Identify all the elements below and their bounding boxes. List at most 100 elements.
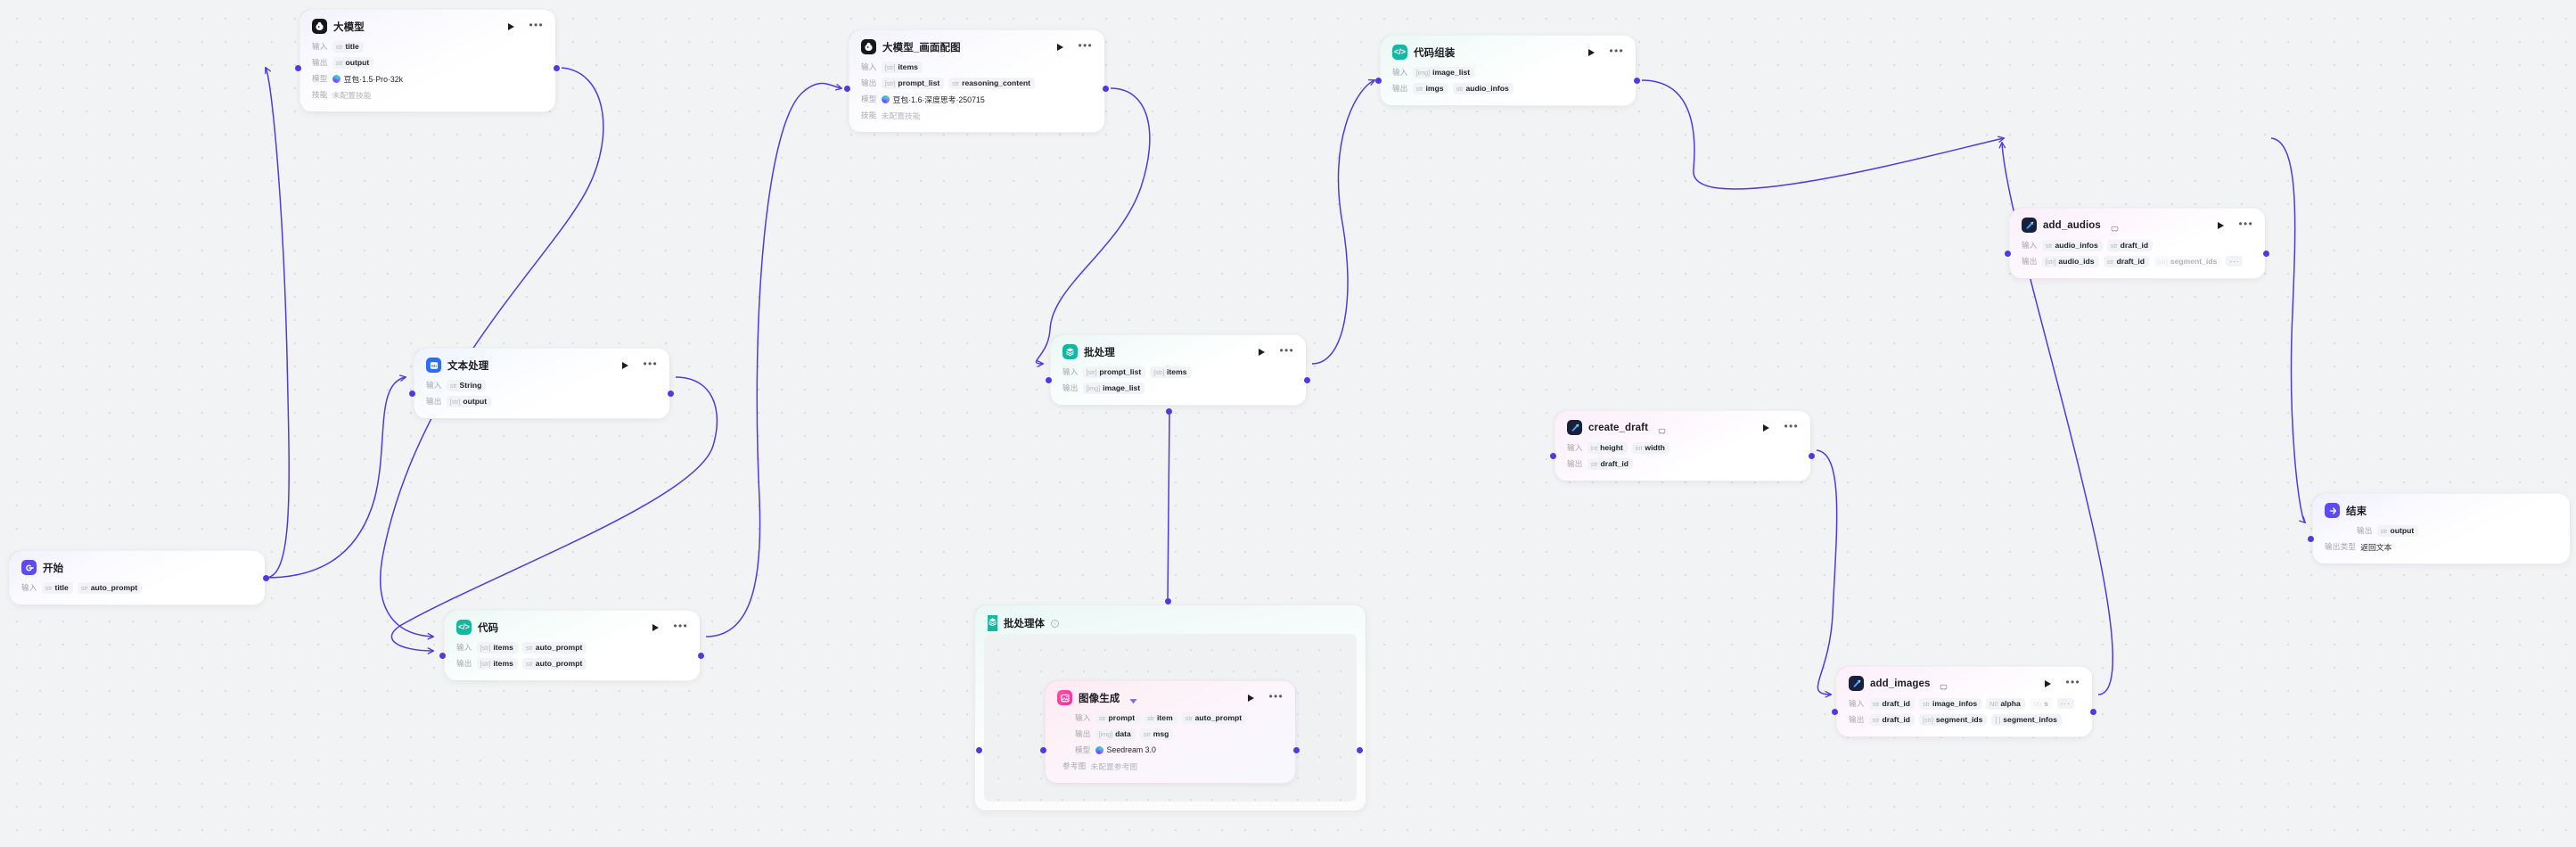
port-chip[interactable]: [str]audio_ids <box>2041 255 2099 267</box>
skill-value[interactable]: 未配置技能 <box>881 111 921 120</box>
info-icon[interactable]: i <box>1051 619 1059 628</box>
port-chip[interactable]: [str]prompt_list <box>1082 366 1146 378</box>
port-chip[interactable]: [ ]segment_infos <box>1991 713 2062 726</box>
run-button[interactable] <box>2218 221 2225 229</box>
run-button[interactable] <box>1588 48 1596 56</box>
model-value[interactable]: 豆包·1.6·深度思考·250715 <box>881 94 985 105</box>
port-out-start[interactable] <box>263 575 269 581</box>
run-button[interactable] <box>1248 694 1255 702</box>
model-value[interactable]: Seedream 3.0 <box>1095 745 1156 754</box>
skill-value[interactable]: 未配置技能 <box>332 90 372 100</box>
port-out-create-draft[interactable] <box>1809 453 1815 459</box>
run-button[interactable] <box>1259 348 1266 356</box>
run-button[interactable] <box>1763 424 1770 432</box>
port-chip[interactable]: [img]image_list <box>1082 382 1145 394</box>
port-in-image-gen[interactable] <box>1040 747 1046 753</box>
port-chip[interactable]: [str]prompt_list <box>881 77 945 89</box>
container-port-left[interactable] <box>976 747 982 753</box>
port-chip[interactable]: [str]items <box>881 61 923 73</box>
overflow-chip[interactable]: ··· <box>2056 698 2074 709</box>
port-out-code[interactable] <box>698 653 704 659</box>
port-in-llm-1[interactable] <box>295 65 301 71</box>
port-chip[interactable]: [str]segment_ids <box>2153 255 2222 267</box>
run-button[interactable] <box>1057 43 1064 51</box>
port-out-text-proc[interactable] <box>668 391 674 397</box>
port-in-code[interactable] <box>439 653 446 659</box>
more-options-button[interactable]: ••• <box>529 18 544 31</box>
node-batch[interactable]: 批处理 ••• 输入 [str]prompt_list [str]items 输… <box>1050 334 1307 406</box>
port-chip[interactable]: [str]items <box>476 641 518 654</box>
port-in-end[interactable] <box>2308 536 2314 542</box>
run-button[interactable] <box>622 361 629 369</box>
port-in-create-draft[interactable] <box>1550 453 1556 459</box>
port-out-llm-1[interactable] <box>554 65 560 71</box>
port-chip[interactable]: [str]output <box>446 395 492 407</box>
run-button[interactable] <box>2045 679 2052 687</box>
port-in-llm-2[interactable] <box>844 86 850 92</box>
port-in-add-audios[interactable] <box>2005 251 2011 257</box>
port-out-batch[interactable] <box>1304 377 1310 383</box>
more-options-button[interactable]: ••• <box>1784 419 1799 432</box>
container-port-right[interactable] <box>1357 747 1363 753</box>
run-button[interactable] <box>508 22 515 30</box>
more-options-button[interactable]: ••• <box>2065 675 2080 688</box>
port-out-add-images[interactable] <box>2090 709 2096 715</box>
ref-image-value[interactable]: 未配置参考图 <box>1090 761 1138 771</box>
port-chip[interactable]: [str]items <box>1150 366 1192 378</box>
overflow-chip[interactable]: ··· <box>2226 256 2244 267</box>
port-in-add-images[interactable] <box>1832 709 1838 715</box>
port-out-add-audios[interactable] <box>2263 251 2269 257</box>
more-options-button[interactable]: ••• <box>1078 38 1093 52</box>
port-chip[interactable]: [img]data <box>1095 728 1136 740</box>
run-button[interactable] <box>652 623 660 631</box>
more-options-button[interactable]: ••• <box>673 619 688 632</box>
port-out-llm-2[interactable] <box>1103 86 1109 92</box>
port-chip[interactable]: [img]image_list <box>1412 66 1475 78</box>
port-chip[interactable]: [str]items <box>476 657 518 670</box>
more-options-button[interactable]: ••• <box>1268 689 1284 703</box>
more-options-button[interactable]: ••• <box>643 357 658 370</box>
port-in-batch[interactable] <box>1046 377 1052 383</box>
port-bottom-batch[interactable] <box>1166 408 1172 415</box>
more-options-button[interactable]: ••• <box>1279 343 1294 357</box>
output-type-value[interactable]: 返回文本 <box>2360 542 2392 552</box>
port-out-image-gen[interactable] <box>1293 747 1300 753</box>
port-out-code-assemble[interactable] <box>1634 78 1640 84</box>
port-chip[interactable]: [str]segment_ids <box>1919 713 1988 726</box>
node-llm-2[interactable]: 大模型_画面配图 ••• 输入 [str]items 输出 [str]promp… <box>849 29 1105 133</box>
container-port-top[interactable] <box>1165 598 1171 604</box>
